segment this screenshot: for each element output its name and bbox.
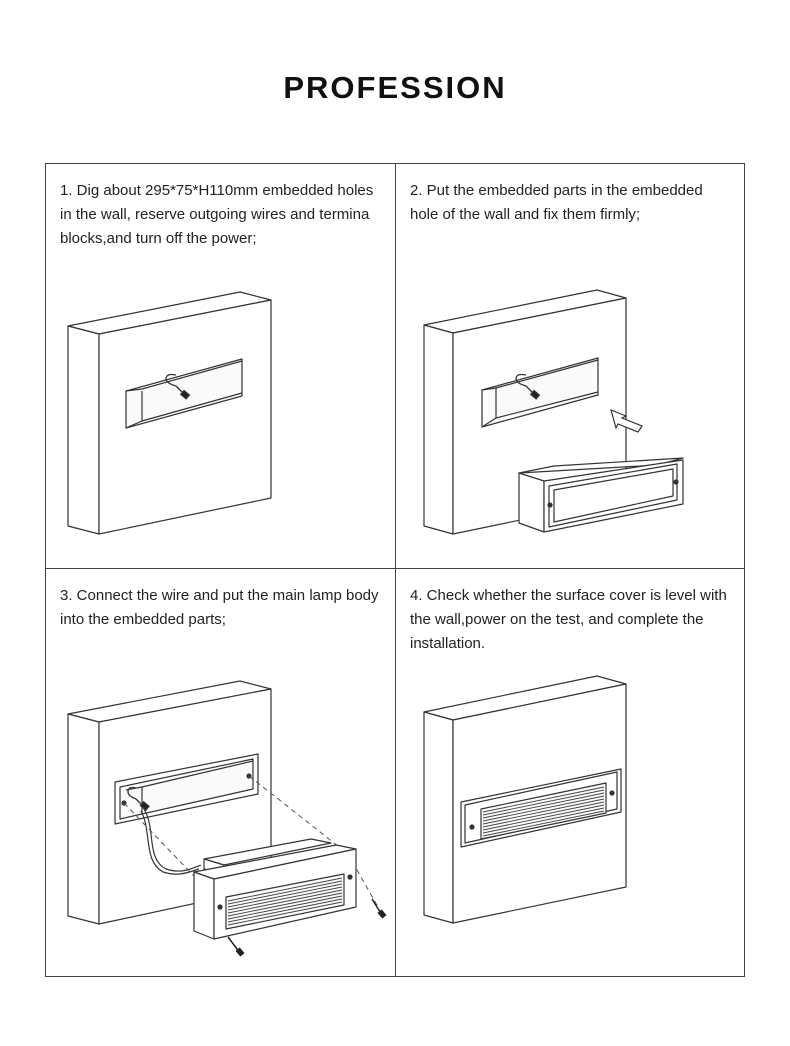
insert-arrow-icon	[610, 408, 643, 433]
main-lamp-body	[193, 838, 357, 940]
surface-cover	[460, 768, 622, 848]
wire-terminal-icon	[127, 786, 150, 812]
lamp-cable	[140, 808, 202, 875]
step-1-text: 1. Dig about 295*75*H110mm embedded hole…	[60, 182, 374, 247]
step-2-illustration	[423, 289, 684, 535]
wire-terminal-icon	[165, 373, 191, 400]
page-title: PROFESSION	[283, 70, 507, 105]
lamp-grille	[227, 877, 343, 926]
step-3-illustration	[67, 680, 387, 957]
lamp-grille	[482, 786, 605, 837]
step-3-text: 3. Connect the wire and put the main lam…	[60, 587, 379, 628]
step-1-panel: 1. Dig about 295*75*H110mm embedded hole…	[46, 164, 395, 568]
grid-divider-vertical	[395, 164, 396, 976]
embedded-box-part	[518, 457, 684, 533]
screw-icon	[371, 898, 387, 919]
wire-terminal-icon	[515, 373, 541, 400]
step-4-text: 4. Check whether the surface cover is le…	[410, 587, 727, 652]
step-4-panel: 4. Check whether the surface cover is le…	[396, 569, 745, 973]
screw-icon	[227, 936, 245, 957]
step-2-text: 2. Put the embedded parts in the embedde…	[410, 182, 703, 223]
step-2-panel: 2. Put the embedded parts in the embedde…	[396, 164, 745, 568]
grid-divider-horizontal	[46, 568, 744, 569]
instruction-grid: 1. Dig about 295*75*H110mm embedded hole…	[45, 163, 745, 977]
step-4-illustration	[423, 675, 627, 924]
step-3-panel: 3. Connect the wire and put the main lam…	[46, 569, 395, 973]
step-1-illustration	[67, 291, 272, 535]
